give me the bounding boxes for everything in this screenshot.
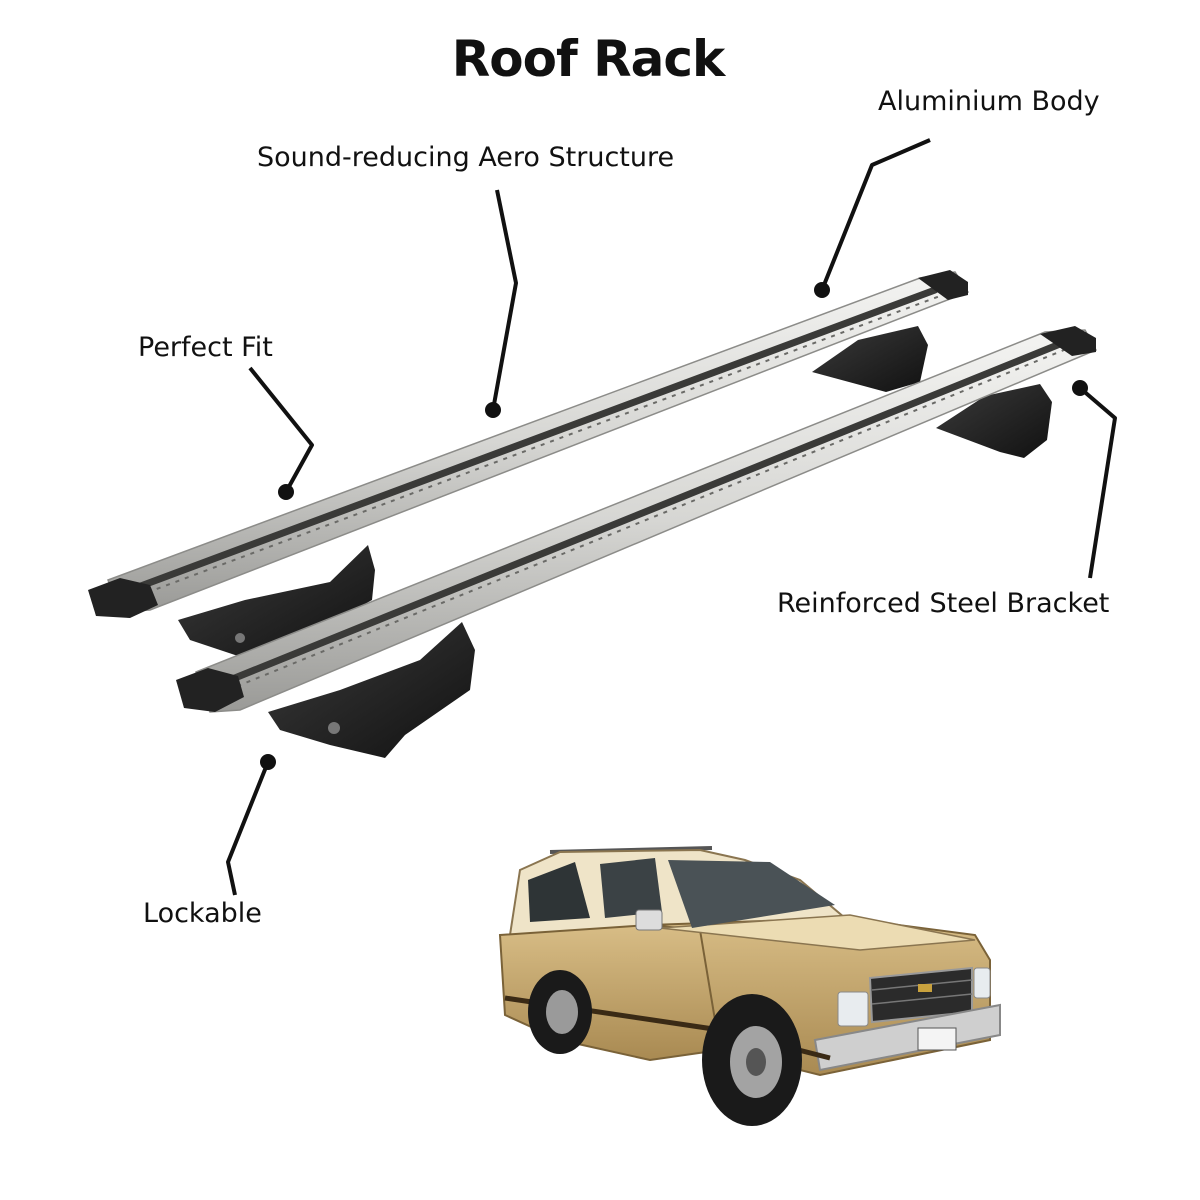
callout-perfect-fit: Perfect Fit [138,332,273,363]
rear-foot-back-bar [812,326,928,392]
leader-dot-lock [260,754,276,770]
leader-dot-aero [485,402,501,418]
leader-line-bracket [1078,386,1117,579]
leader-line-aero [491,189,518,411]
suv-photo [498,846,1001,1126]
crossbar-front [176,326,1098,713]
crossbar-back [88,270,970,618]
callout-aero-structure: Sound-reducing Aero Structure [257,142,675,173]
page-title: Roof Rack [451,30,726,88]
leader-line-lock [226,761,270,896]
callout-reinforced-bracket: Reinforced Steel Bracket [777,588,1110,619]
callout-lockable: Lockable [143,898,262,929]
leader-line-aluminium [820,138,931,291]
rear-foot-front-bar [936,384,1052,458]
leader-line-fit [248,366,314,493]
front-foot-back-bar [178,545,375,660]
front-foot-front-bar [268,622,475,758]
leader-dot-bracket [1072,380,1088,396]
leader-dot-aluminium [814,282,830,298]
leader-dot-fit [278,484,294,500]
callout-aluminium-body: Aluminium Body [878,86,1100,117]
